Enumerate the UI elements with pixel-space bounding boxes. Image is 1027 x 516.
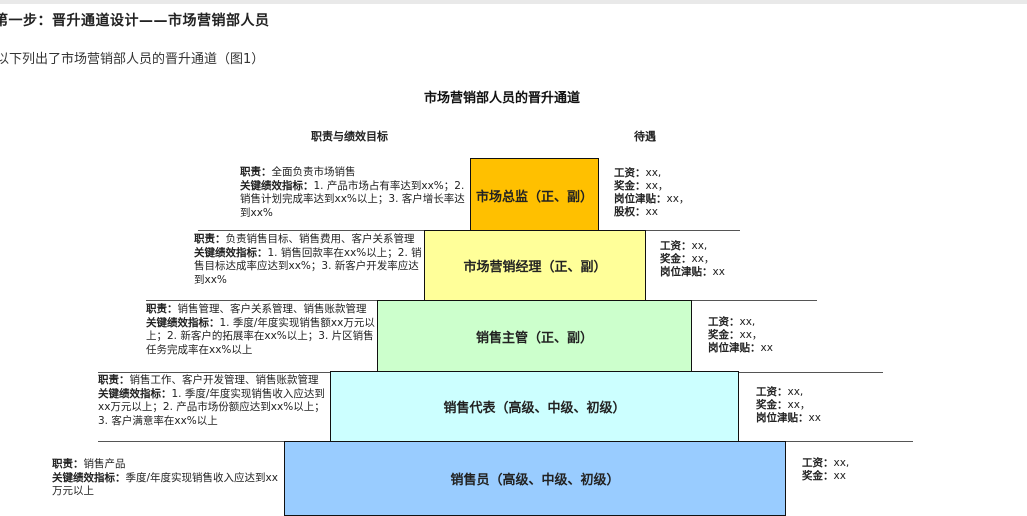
level-1-position: 市场总监（正、副） <box>475 189 593 205</box>
level-1-duty: 全面负责市场销售 <box>271 166 356 178</box>
level-3-description: 职责：销售管理、客户关系管理、销售账款管理 关键绩效指标：1. 季度/年度实现销… <box>146 303 375 356</box>
level-4-description: 职责：销售工作、客户开发管理、销售账款管理 关键绩效指标：1. 季度/年度实现销… <box>98 374 325 427</box>
level-5-duty: 销售产品 <box>83 458 126 470</box>
level-4-benefits: 工资：xx, 奖金：xx， 岗位津贴：xx <box>756 386 821 424</box>
level-4-kpi: 1. 季度/年度实现销售收入应达到xx万元以上；2. 产品市场份额应达到xx%以… <box>98 387 325 427</box>
level-2-box: 市场营销经理（正、副） <box>424 230 646 301</box>
level-1-benefits: 工资：xx, 奖金：xx， 岗位津贴：xx， 股权：xx <box>614 167 690 218</box>
divider <box>98 372 378 373</box>
column-header-benefits: 待遇 <box>634 130 656 143</box>
level-5-kpi: 季度/年度实现销售收入应达到xx万元以上 <box>52 471 278 498</box>
level-3-benefits: 工资：xx, 奖金：xx， 岗位津贴：xx <box>708 316 773 354</box>
level-5-description: 职责：销售产品 关键绩效指标：季度/年度实现销售收入应达到xx万元以上 <box>52 458 278 498</box>
divider <box>146 300 426 301</box>
level-2-kpi: 1. 销售回款率在xx%以上；2. 销售目标达成率应达到xx%；3. 新客户开发… <box>194 246 422 286</box>
level-2-benefits: 工资：xx, 奖金：xx， 岗位津贴：xx <box>660 240 725 278</box>
level-1-description: 职责：全面负责市场销售 关键绩效指标：1. 产品市场占有率达到xx%；2. 销售… <box>240 166 465 219</box>
level-4-box: 销售代表（高级、中级、初级） <box>330 371 739 442</box>
level-3-box: 销售主管（正、副） <box>377 300 692 373</box>
level-5-benefits: 工资：xx, 奖金：xx <box>802 457 850 482</box>
divider <box>198 230 426 231</box>
level-2-position: 市场营销经理（正、副） <box>463 260 607 275</box>
level-2-duty: 负责销售目标、销售费用、客户关系管理 <box>225 233 415 245</box>
level-5-position: 销售员（高级、中级、初级） <box>450 473 620 488</box>
divider <box>738 441 913 442</box>
level-1-box: 市场总监（正、副） <box>470 158 599 232</box>
divider <box>691 372 883 373</box>
level-1-kpi: 1. 产品市场占有率达到xx%；2. 销售计划完成率达到xx%以上；3. 客户增… <box>240 179 465 219</box>
level-3-position: 销售主管（正、副） <box>475 331 593 346</box>
column-header-duties: 职责与绩效目标 <box>311 130 388 143</box>
diagram-title: 市场营销部人员的晋升通道 <box>424 91 581 106</box>
divider <box>98 441 330 442</box>
level-4-position: 销售代表（高级、中级、初级） <box>443 401 626 416</box>
level-4-duty: 销售工作、客户开发管理、销售账款管理 <box>129 374 319 386</box>
level-3-duty: 销售管理、客户关系管理、销售账款管理 <box>177 303 367 315</box>
top-band <box>0 0 1027 4</box>
divider <box>645 300 817 301</box>
level-5-box: 销售员（高级、中级、初级） <box>284 441 786 516</box>
intro-text: 以下列出了市场营销部人员的晋升通道（图1） <box>0 52 265 67</box>
step-heading: 第一步：晋升通道设计——市场营销部人员 <box>0 13 270 29</box>
divider <box>598 230 740 231</box>
level-3-kpi: 1. 季度/年度实现销售额xx万元以上；2. 新客户的拓展率在xx%以上；3. … <box>146 316 375 356</box>
level-2-description: 职责：负责销售目标、销售费用、客户关系管理 关键绩效指标：1. 销售回款率在xx… <box>194 233 422 286</box>
